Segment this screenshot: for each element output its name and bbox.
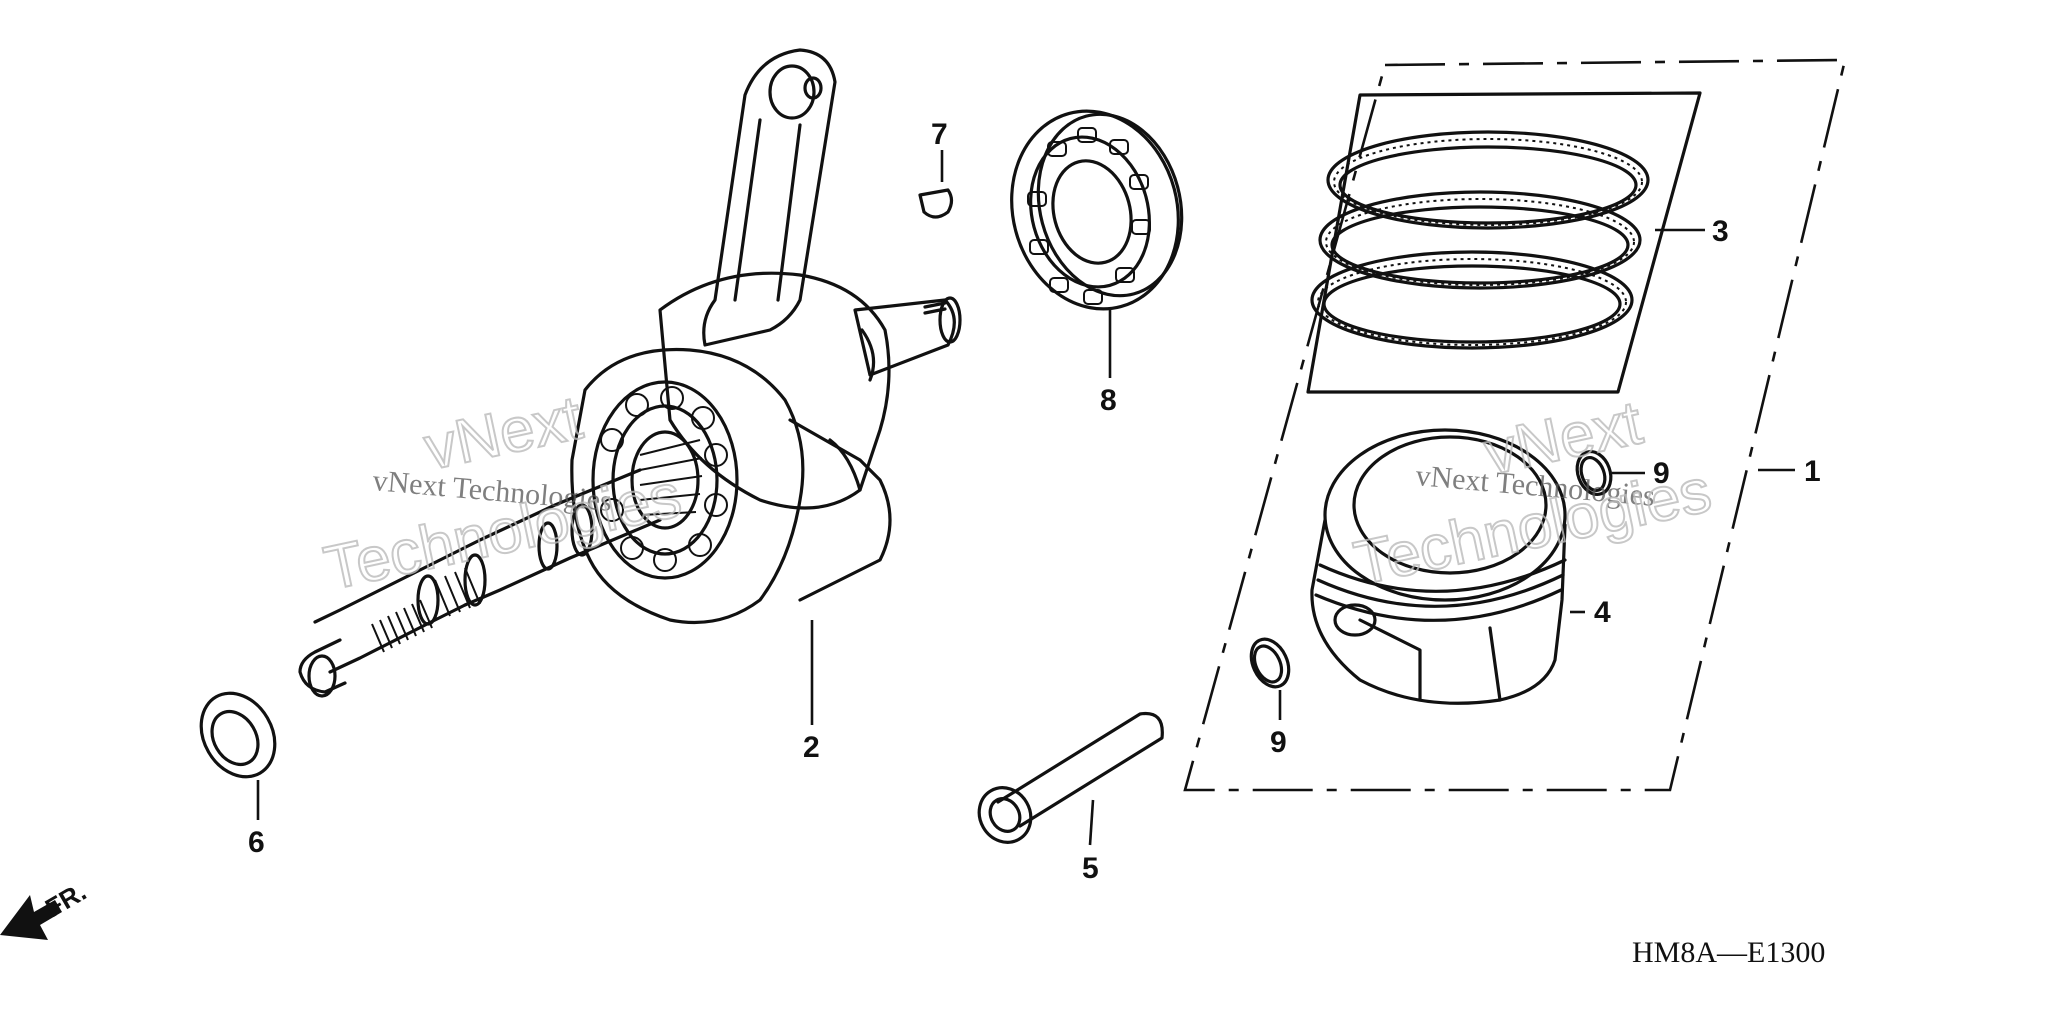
callout-9-upper: 9 (1653, 457, 1670, 490)
watermark: vNext Technologies vNext Technologies vN… (318, 382, 1718, 604)
piston-pin-clip-upper (1575, 450, 1613, 496)
callout-2: 2 (803, 731, 820, 764)
callout-8: 8 (1100, 384, 1117, 417)
ball-bearing (1010, 109, 1184, 311)
piston-pin (977, 711, 1164, 844)
callout-4: 4 (1594, 596, 1611, 629)
piston-pin-clip-lower (1249, 637, 1291, 689)
piston-ring-set (1306, 91, 1702, 394)
callout-9-lower: 9 (1270, 726, 1287, 759)
piston-kit-frame (1183, 58, 1847, 792)
diagram-code: HM8A—E1300 (1632, 936, 1825, 969)
callout-5: 5 (1082, 852, 1099, 885)
callout-1: 1 (1804, 455, 1821, 488)
thrust-washer (199, 691, 277, 779)
callout-3: 3 (1712, 215, 1729, 248)
piston (1310, 428, 1567, 705)
leader-lines (256, 150, 1795, 846)
callout-6: 6 (248, 826, 265, 859)
front-arrow-icon (0, 895, 62, 940)
woodruff-key (918, 188, 954, 219)
callout-7: 7 (931, 118, 948, 151)
watermark-text: vNext (419, 383, 588, 483)
crankshaft (298, 48, 962, 698)
